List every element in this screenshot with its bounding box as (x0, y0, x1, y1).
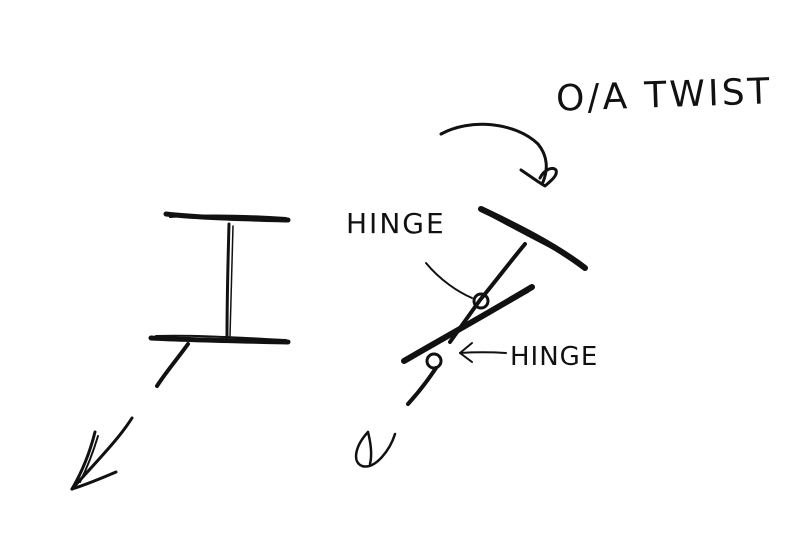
arrow-head-bottom (70, 470, 118, 491)
i-beam-bottom-flange-thin (155, 334, 287, 341)
i-beam-axis-stub (155, 342, 190, 388)
twisted-axis-stub (406, 366, 438, 406)
lower-hinge-arrow-shaft (459, 351, 507, 354)
twisted-top-flange-thin (483, 211, 583, 265)
i-beam-web (225, 222, 231, 340)
i-beam-top-flange (163, 211, 291, 223)
twisted-section (401, 206, 588, 406)
arrow-head-extra (79, 435, 99, 483)
twist-arrowhead (519, 166, 558, 188)
left-direction-arrow (70, 416, 134, 491)
rotation-loop (354, 430, 397, 468)
arrow-head-left (70, 430, 97, 491)
label-leaders (425, 262, 507, 363)
upper-hinge-circle (472, 292, 490, 310)
i-beam-bottom-flange (148, 335, 291, 345)
i-beam-web-thin (229, 225, 234, 337)
lower-hinge-circle (425, 352, 443, 370)
hinge-label-lower: HINGE (510, 342, 599, 372)
twist-arc (439, 122, 548, 184)
lower-hinge-arrow-head (459, 342, 473, 363)
i-beam-top-flange-thin (169, 214, 287, 219)
hinge-label-upper: HINGE (346, 207, 446, 240)
twist-title: O/A TWIST (555, 71, 774, 120)
i-beam-section (148, 211, 291, 388)
twisted-bottom-flange-thin (409, 291, 529, 357)
rotation-arrow (354, 430, 397, 468)
rotation-tail (366, 430, 373, 466)
arrow-shaft (70, 416, 134, 491)
twist-arrow (439, 122, 558, 188)
upper-hinge-leader (425, 262, 473, 299)
